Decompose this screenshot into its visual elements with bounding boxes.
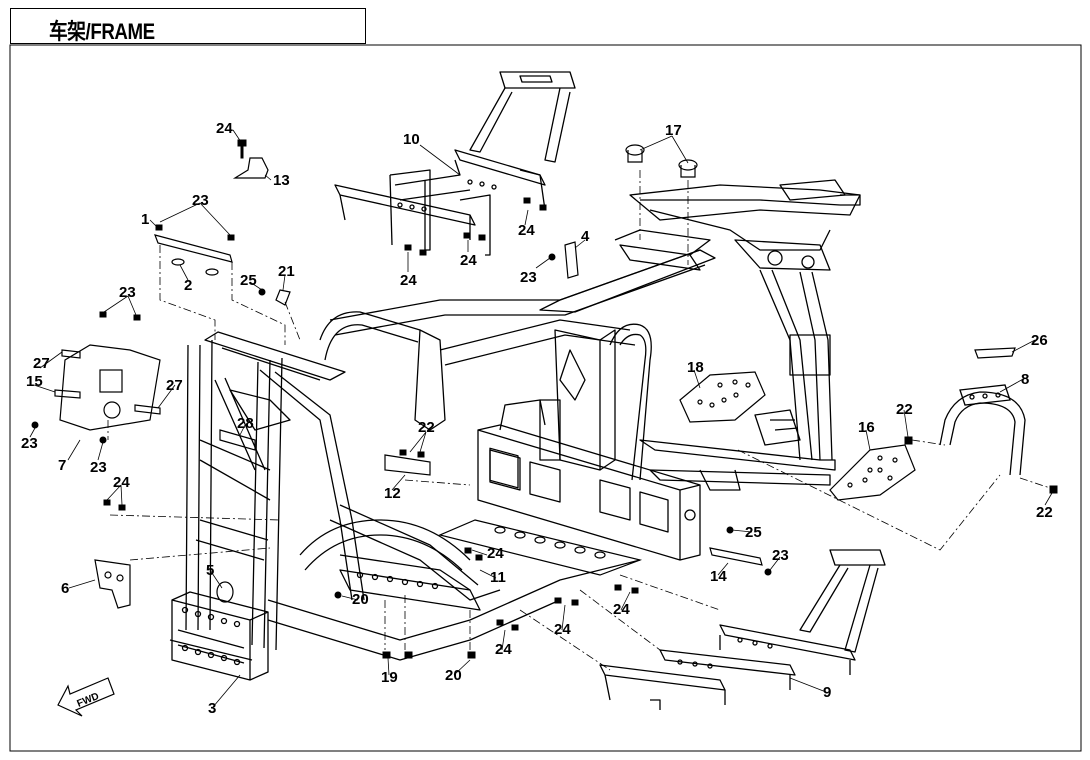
callout-22[interactable]: 22 [418, 419, 435, 436]
drawing-border [9, 44, 1082, 752]
bracket-6 [94, 559, 131, 609]
callout-20[interactable]: 20 [445, 667, 462, 684]
callout-24[interactable]: 24 [487, 545, 504, 562]
rack-part-9[interactable] [599, 549, 886, 710]
callout-18[interactable]: 18 [687, 359, 704, 376]
callout-28[interactable]: 28 [237, 415, 254, 432]
callout-27[interactable]: 27 [33, 355, 50, 372]
lower-plate[interactable] [438, 519, 643, 576]
callout-14[interactable]: 14 [710, 568, 727, 585]
central-crossmember[interactable] [477, 399, 701, 561]
callout-3[interactable]: 3 [208, 700, 216, 717]
bolts[interactable] [31, 139, 1058, 659]
callout-9[interactable]: 9 [823, 684, 831, 701]
callout-23[interactable]: 23 [21, 435, 38, 452]
plate-7 [59, 344, 161, 431]
callout-7[interactable]: 7 [58, 457, 66, 474]
callout-27[interactable]: 27 [166, 377, 183, 394]
callout-20[interactable]: 20 [352, 591, 369, 608]
callout-23[interactable]: 23 [520, 269, 537, 286]
callout-24[interactable]: 24 [613, 601, 630, 618]
callout-numbers: 24 13 23 1 2 25 21 10 24 24 24 4 23 17 2… [21, 120, 1053, 717]
callout-24[interactable]: 24 [554, 621, 571, 638]
callout-17[interactable]: 17 [665, 122, 682, 139]
callout-25[interactable]: 25 [240, 272, 257, 289]
callout-8[interactable]: 8 [1021, 371, 1029, 388]
bracket-28 [219, 429, 256, 451]
callout-22[interactable]: 22 [896, 401, 913, 418]
bracket-4 [564, 241, 579, 279]
footrest-part-18[interactable] [679, 371, 766, 423]
callout-24[interactable]: 24 [460, 252, 477, 269]
callout-2[interactable]: 2 [184, 277, 192, 294]
callout-5[interactable]: 5 [206, 562, 214, 579]
title-box: 车架/FRAME [10, 8, 366, 44]
bracket-14 [709, 547, 763, 566]
fwd-arrow-icon: FWD [57, 677, 115, 717]
callout-23[interactable]: 23 [772, 547, 789, 564]
callout-1[interactable]: 1 [141, 211, 149, 228]
callout-6[interactable]: 6 [61, 580, 69, 597]
callout-24[interactable]: 24 [113, 474, 130, 491]
callout-leaders [29, 129, 1053, 708]
callout-12[interactable]: 12 [384, 485, 401, 502]
page-title: 车架/FRAME [49, 19, 155, 44]
footrest-part-16[interactable] [829, 444, 916, 501]
callout-10[interactable]: 10 [403, 131, 420, 148]
bracket-12 [384, 454, 431, 476]
callout-22[interactable]: 22 [1036, 504, 1053, 521]
callout-23[interactable]: 23 [192, 192, 209, 209]
callout-11[interactable]: 11 [490, 569, 506, 586]
callout-25[interactable]: 25 [745, 524, 762, 541]
callout-13[interactable]: 13 [273, 172, 290, 189]
callout-4[interactable]: 4 [581, 228, 590, 245]
callout-26[interactable]: 26 [1031, 332, 1048, 349]
pad-26 [974, 347, 1016, 359]
assembly-leader-lines [107, 170, 1051, 671]
rear-hoop-part-8[interactable] [939, 384, 1026, 476]
bushing-5 [216, 581, 234, 603]
callout-23[interactable]: 23 [119, 284, 136, 301]
callout-15[interactable]: 15 [26, 373, 43, 390]
rack-part-10[interactable] [334, 71, 576, 256]
callout-24[interactable]: 24 [400, 272, 417, 289]
callout-24[interactable]: 24 [495, 641, 512, 658]
callout-19[interactable]: 19 [381, 669, 398, 686]
fwd-label: FWD [76, 691, 101, 710]
callout-24[interactable]: 24 [518, 222, 535, 239]
brackets[interactable] [54, 144, 1016, 661]
callout-23[interactable]: 23 [90, 459, 107, 476]
callout-21[interactable]: 21 [278, 263, 295, 280]
bracket-13 [232, 157, 269, 179]
callout-16[interactable]: 16 [858, 419, 875, 436]
callout-24[interactable]: 24 [216, 120, 233, 137]
plate-1 [154, 234, 233, 263]
main-frame-part-3[interactable] [171, 179, 861, 681]
clip-21 [275, 289, 291, 306]
